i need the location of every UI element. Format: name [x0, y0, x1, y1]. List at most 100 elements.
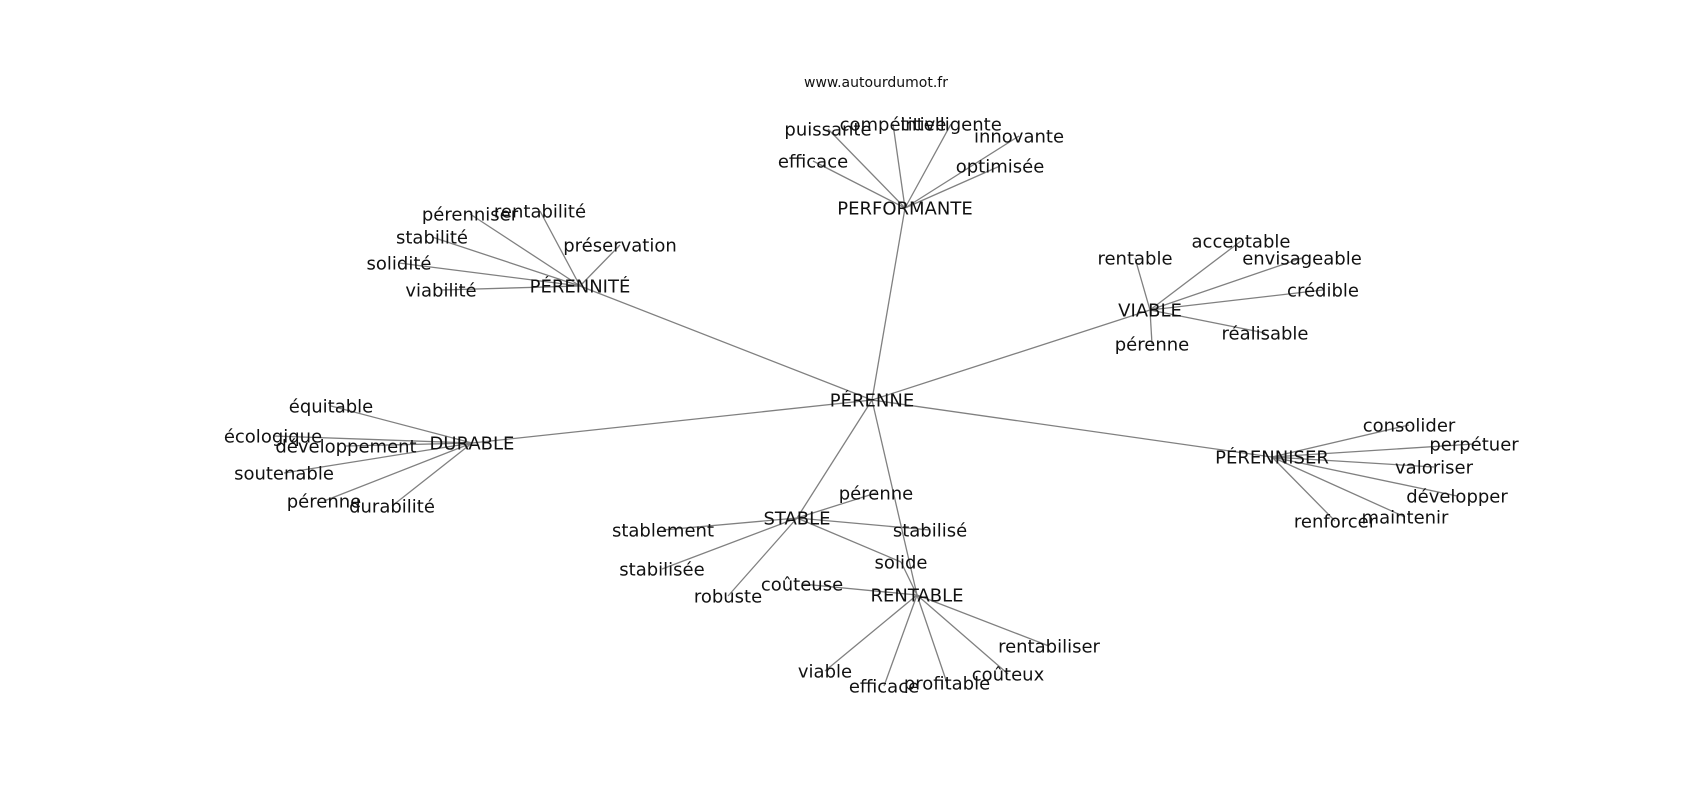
word-node-competitive: compétitive: [840, 114, 947, 135]
graph-edges: [272, 123, 1475, 687]
word-node-maintenir: maintenir: [1362, 507, 1450, 528]
edge-stable-stablement: [662, 517, 798, 531]
edge-performante-competitive: [892, 123, 906, 209]
edge-stable-stabilisee: [661, 517, 798, 570]
edge-center-rentable: [871, 399, 918, 596]
word-node-solidite: solidité: [367, 253, 432, 274]
edge-viable-credible: [1149, 289, 1324, 311]
source-watermark: www.autourdumot.fr: [804, 75, 948, 91]
word-node-realisable: réalisable: [1221, 323, 1308, 344]
hub-node-rentable: RENTABLE: [870, 585, 963, 606]
edge-viable-realisable: [1149, 309, 1266, 334]
edge-perenniser-renforcer: [1271, 456, 1336, 522]
word-node-rentable: rentable: [1097, 248, 1172, 269]
word-node-viable: viable: [798, 661, 852, 682]
edge-perennite-rentabilite: [539, 210, 581, 287]
hub-node-viable: VIABLE: [1118, 300, 1182, 321]
word-node-ecologique: écologique: [224, 426, 322, 447]
word-node-acceptable: acceptable: [1192, 231, 1291, 252]
edge-stable-robuste: [727, 517, 798, 597]
word-node-soutenable: soutenable: [234, 463, 334, 484]
hub-node-performante: PERFORMANTE: [837, 198, 972, 219]
word-node-efficace: efficace: [778, 151, 848, 172]
word-node-stabilisee: stabilisée: [619, 559, 704, 580]
word-node-developper: développer: [1406, 486, 1508, 507]
word-node-puissante: puissante: [784, 119, 871, 140]
edge-durable-ecologique: [272, 435, 473, 444]
word-node-developpement: développement: [275, 436, 416, 457]
word-node-innovante: innovante: [974, 126, 1064, 147]
edge-perenniser-valoriser: [1271, 456, 1435, 468]
edge-perennite-preservation: [579, 244, 621, 287]
word-node-preservation: préservation: [563, 235, 677, 256]
hub-node-perenniser: PÉRENNISER: [1215, 446, 1329, 468]
edge-perenniser-perpetuer: [1271, 443, 1475, 458]
edge-perenniser-maintenir: [1271, 456, 1406, 518]
word-node-rentabiliser: rentabiliser: [998, 636, 1100, 657]
word-node-perenniser: pérenniser: [422, 204, 519, 225]
edge-durable-equitable: [330, 405, 473, 444]
edge-stable-solide: [796, 517, 902, 563]
graph-labels: www.autourdumot.fr PÉRENNE PERFORMANTE pui…: [224, 75, 1519, 697]
word-node-robuste: robuste: [694, 586, 762, 607]
word-node-perpetuer: perpétuer: [1429, 434, 1519, 455]
edge-perennite-stabilite: [431, 236, 581, 287]
edge-performante-intelligente: [904, 123, 952, 209]
word-node-viabilite: viabilité: [405, 280, 476, 301]
edge-perenniser-developper: [1271, 456, 1458, 497]
edge-center-viable: [871, 309, 1151, 401]
edge-center-stable: [796, 399, 873, 519]
word-node-credible: crédible: [1287, 280, 1359, 301]
edge-performante-puissante: [827, 128, 906, 209]
hub-node-stable: STABLE: [763, 508, 830, 529]
word-node-perenne: pérenne: [287, 491, 361, 512]
edge-rentable-efficace: [883, 594, 918, 687]
center-node-perenne: PÉRENNE: [830, 389, 914, 411]
word-node-equitable: équitable: [289, 396, 374, 417]
hub-node-perennite: PÉRENNITÉ: [530, 275, 631, 297]
word-node-intelligente: intelligente: [900, 114, 1002, 135]
edge-durable-soutenable: [283, 442, 473, 474]
word-node-stabilite: stabilité: [396, 227, 468, 248]
edge-perenniser-consolider: [1271, 424, 1410, 458]
word-node-perenne: pérenne: [1115, 334, 1189, 355]
edge-performante-innovante: [904, 135, 1020, 209]
edge-perennite-perenniser: [469, 213, 581, 287]
hub-node-durable: DURABLE: [430, 433, 515, 454]
word-node-perenne: pérenne: [839, 483, 913, 504]
word-node-renforcer: renforcer: [1294, 511, 1377, 532]
word-node-stablement: stablement: [612, 520, 714, 541]
edge-perennite-solidite: [398, 262, 581, 287]
word-node-rentabilite: rentabilité: [494, 201, 586, 222]
edge-center-performante: [871, 207, 906, 401]
edge-center-durable: [471, 399, 873, 444]
word-node-envisageable: envisageable: [1242, 248, 1362, 269]
word-node-durabilite: durabilité: [349, 496, 435, 517]
edge-performante-optimisee: [904, 165, 1001, 209]
edge-center-perenniser: [871, 399, 1273, 458]
edge-rentable-solide: [900, 561, 918, 596]
word-node-optimisee: optimisée: [956, 156, 1045, 177]
edge-durable-perenne: [323, 442, 473, 502]
edge-rentable-viable: [824, 594, 918, 672]
edge-rentable-rentabiliser: [916, 594, 1050, 647]
word-node-valoriser: valoriser: [1395, 457, 1474, 478]
edge-rentable-couteux: [916, 594, 1009, 675]
edge-rentable-couteuse: [801, 583, 918, 596]
edge-stable-stabilise: [796, 517, 931, 531]
edge-stable-perenne: [796, 492, 877, 519]
edge-durable-developpement: [345, 442, 473, 447]
word-node-couteux: coûteux: [972, 664, 1045, 685]
word-node-efficace: efficace: [849, 676, 919, 697]
word-node-stabilise: stabilisé: [893, 520, 967, 541]
word-node-consolider: consolider: [1363, 415, 1456, 436]
word-node-solide: solide: [875, 552, 928, 573]
edge-perennite-viabilite: [440, 285, 581, 291]
edge-durable-durabilite: [391, 442, 473, 507]
word-node-couteuse: coûteuse: [761, 574, 843, 595]
word-node-profitable: profitable: [904, 673, 990, 694]
edge-viable-perenne: [1149, 309, 1153, 345]
edge-viable-acceptable: [1149, 240, 1242, 311]
edge-performante-efficace: [812, 160, 906, 209]
